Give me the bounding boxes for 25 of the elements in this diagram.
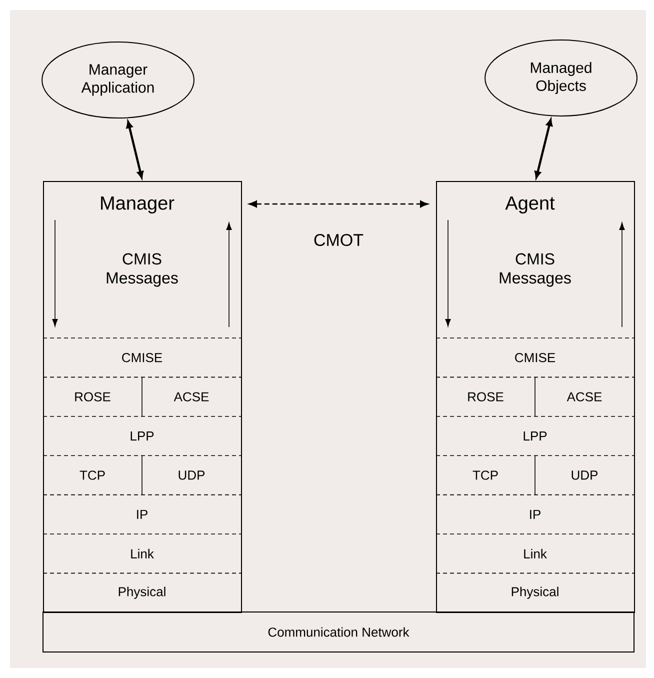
protocol-layer: UDP — [178, 470, 205, 480]
ellipse-node: Manager Application — [42, 42, 194, 118]
protocol-layer: Link — [524, 548, 547, 558]
protocol-layer: Link — [131, 548, 154, 558]
network-box: Communication Network — [42, 612, 634, 652]
protocol-layer: Physical — [512, 586, 558, 599]
protocol-layer: IP — [530, 510, 540, 519]
protocol-layer: UDP — [572, 470, 598, 480]
protocol-layer: Physical — [118, 586, 166, 599]
arrow — [126, 121, 144, 178]
protocol-layer: TCP — [472, 470, 498, 480]
protocol-layer: ACSE — [174, 392, 209, 402]
arrow — [248, 200, 428, 208]
protocol-layer: ACSE — [566, 392, 602, 402]
protocol-layer: TCP — [80, 470, 105, 480]
protocol-layer: CMISE — [122, 353, 162, 362]
protocol-layer: ROSE — [75, 392, 110, 402]
protocol-layer: LPP — [130, 432, 154, 440]
edge-label: CMOT — [311, 232, 366, 248]
protocol-layer: CMISE — [515, 353, 556, 362]
ellipse-node: Managed Objects — [484, 40, 638, 116]
protocol-layer: ROSE — [468, 392, 504, 402]
arrow — [534, 118, 553, 178]
protocol-layer: IP — [137, 510, 148, 519]
protocol-layer: LPP — [524, 432, 547, 440]
